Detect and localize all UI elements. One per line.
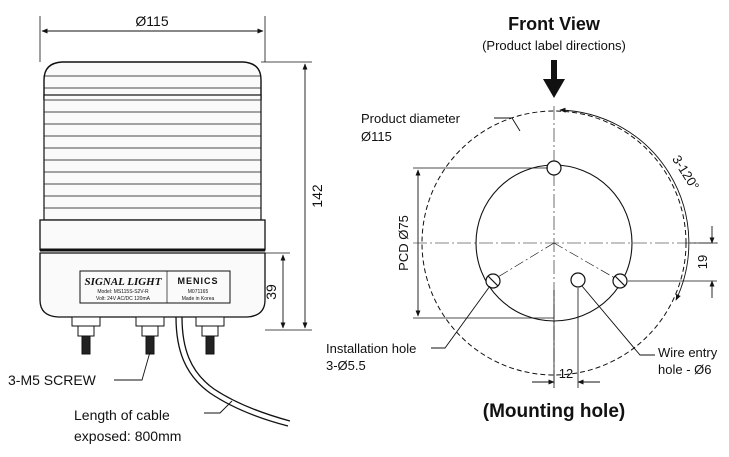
dim-19-label: 19 [695,255,710,269]
collar [39,219,266,251]
cable-leader [204,400,233,414]
pcd-label: PCD Ø75 [396,215,411,271]
screw-left [71,316,101,355]
front-view-subtitle: (Product label directions) [482,38,626,53]
height-label: 142 [309,184,325,208]
ribs [44,75,261,209]
wire-entry-hole [570,272,586,288]
diameter-label: Ø115 [135,13,168,29]
product-diameter-label: Product diameter [361,111,461,126]
dome-cap [43,61,262,100]
front-view-labels: Front View (Product label directions) Pr… [326,14,718,422]
screw-leader [114,351,151,381]
angle-arc [559,107,690,301]
screw-label: 3-M5 SCREW [8,372,97,388]
installation-hole-right [612,273,628,289]
front-view [413,60,720,388]
label-line2: Volt: 24V AC/DC 120mA [96,296,151,302]
product-diameter-value: Ø115 [361,129,392,144]
base [39,252,266,318]
side-view [39,16,312,427]
label-line3: M071165 [188,289,209,295]
side-view-labels: Ø115 142 39 SIGNAL LIGHT MENICS Model: M… [8,13,325,444]
direction-arrow-shaft [551,60,557,80]
install-hole-label-1: Installation hole [326,341,416,356]
label-line4: Made in Korea [182,296,215,302]
ribbed-body [43,94,262,221]
base-height-label: 39 [263,284,279,300]
mounting-hole-title: (Mounting hole) [483,401,625,422]
direction-arrow-head [543,79,565,98]
installation-hole-top [546,160,562,176]
label-line1: Model: MS115S-S2V-R [97,289,149,295]
product-label-plate [79,270,231,304]
install-hole-label-2: 3-Ø5.5 [326,358,366,373]
wire-entry-label-1: Wire entry [658,345,718,360]
cable-label-1: Length of cable [74,407,170,423]
cable [175,316,289,427]
screw-middle [135,316,165,355]
install-hole-leader [431,285,491,349]
wire-entry-label-2: hole - Ø6 [658,362,711,377]
angle-label: 3-120° [669,152,702,193]
screw-right [195,316,225,355]
front-view-title: Front View [508,14,601,34]
dim-12-label: 12 [559,366,573,381]
brand-name: MENICS [177,276,218,286]
wire-entry-leader [581,285,655,356]
cable-label-2: exposed: 800mm [74,428,181,444]
label-title: SIGNAL LIGHT [85,276,163,288]
installation-hole-left [485,273,501,289]
product-diameter-leader [494,117,521,132]
